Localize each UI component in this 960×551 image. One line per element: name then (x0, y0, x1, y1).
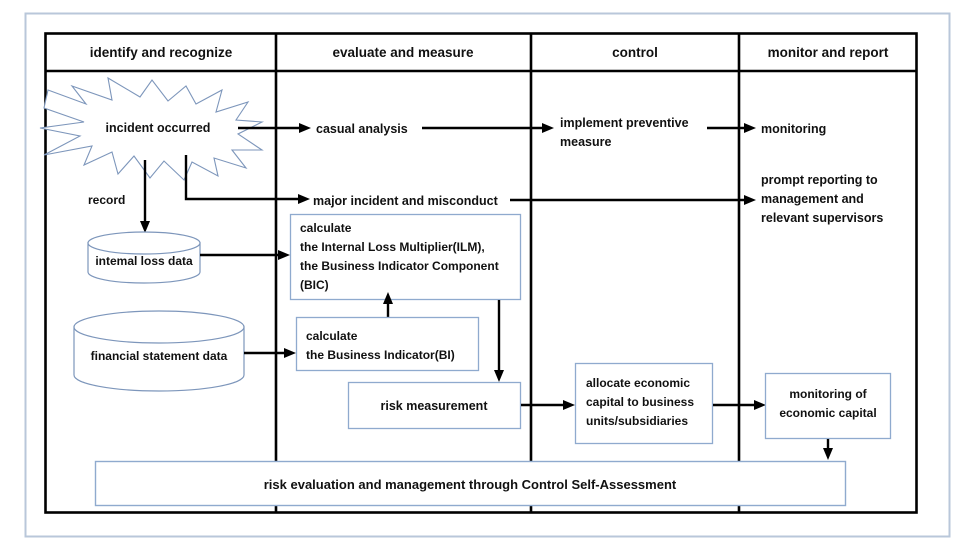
risk-measurement-label: risk measurement (380, 399, 488, 413)
incident-explosion-shape (39, 76, 265, 181)
monitoring-label: monitoring (761, 122, 826, 136)
calculate-bi-box: calculate the Business Indicator(BI) (295, 316, 480, 372)
arrow-financial-statement-to-calculate-bi (244, 348, 296, 358)
arrow-incident-to-casual-analysis (238, 123, 311, 133)
arrow-major-incident-to-prompt-reporting (510, 195, 756, 205)
column-header-identify: identify and recognize (90, 45, 233, 60)
arrow-allocate-capital-to-monitoring-capital (713, 400, 766, 410)
csa-band-label: risk evaluation and management through C… (264, 477, 677, 492)
arrow-implement-preventive-to-monitoring (707, 123, 756, 133)
calculate-ilm-box: calculate the Internal Loss Multiplier(I… (289, 213, 522, 301)
calculate-ilm-line-3: the Business Indicator Component (300, 259, 499, 273)
arrow-risk-measurement-to-allocate-capital (521, 400, 575, 410)
column-header-evaluate: evaluate and measure (332, 45, 474, 60)
monitoring-capital-box: monitoring of economic capital (764, 372, 892, 440)
internal-loss-data-cylinder: intemal loss data (87, 231, 201, 284)
casual-analysis-label: casual analysis (316, 122, 408, 136)
column-header-control: control (612, 45, 658, 60)
arrow-calculate-bi-to-calculate-ilm (383, 292, 393, 318)
prompt-reporting-line-3: relevant supervisors (761, 211, 883, 225)
inner-frame (44, 32, 918, 514)
calculate-ilm-line-4: (BIC) (300, 278, 329, 292)
calculate-ilm-line-1: calculate (300, 221, 352, 235)
prompt-reporting-line-2: management and (761, 192, 864, 206)
arrow-incident-to-major-incident (184, 155, 310, 204)
allocate-capital-line-2: capital to business (586, 395, 694, 409)
allocate-capital-line-1: allocate economic (586, 376, 690, 390)
prompt-reporting-line-1: prompt reporting to (761, 173, 878, 187)
calculate-ilm-line-2: the Internal Loss Multiplier(ILM), (300, 240, 485, 254)
incident-label: incident occurred (106, 121, 211, 135)
financial-statement-data-label: financial statement data (91, 349, 228, 363)
calculate-bi-line-2: the Business Indicator(BI) (306, 348, 455, 362)
column-header-monitor: monitor and report (768, 45, 889, 60)
allocate-capital-box: allocate economic capital to business un… (574, 362, 714, 445)
implement-preventive-line-1: implement preventive (560, 116, 689, 130)
calculate-bi-line-1: calculate (306, 329, 358, 343)
arrow-calculate-ilm-to-risk-measurement (494, 300, 504, 382)
outer-frame (24, 12, 951, 538)
risk-measurement-box: risk measurement (347, 381, 522, 430)
major-incident-label: major incident and misconduct (313, 194, 499, 208)
monitoring-capital-line-1: monitoring of (789, 387, 867, 401)
csa-band-box: risk evaluation and management through C… (94, 460, 847, 507)
internal-loss-data-label: intemal loss data (95, 254, 193, 268)
arrow-incident-to-internal-loss (140, 160, 150, 233)
implement-preventive-line-2: measure (560, 135, 611, 149)
monitoring-capital-line-2: economic capital (779, 406, 876, 420)
allocate-capital-line-3: units/subsidiaries (586, 414, 688, 428)
arrow-monitoring-capital-to-csa-band (823, 439, 833, 460)
arrow-internal-loss-to-calculate-ilm (200, 250, 290, 260)
record-edge-label: record (88, 193, 125, 207)
financial-statement-data-cylinder: financial statement data (73, 310, 245, 392)
arrow-casual-analysis-to-implement-preventive (422, 123, 554, 133)
